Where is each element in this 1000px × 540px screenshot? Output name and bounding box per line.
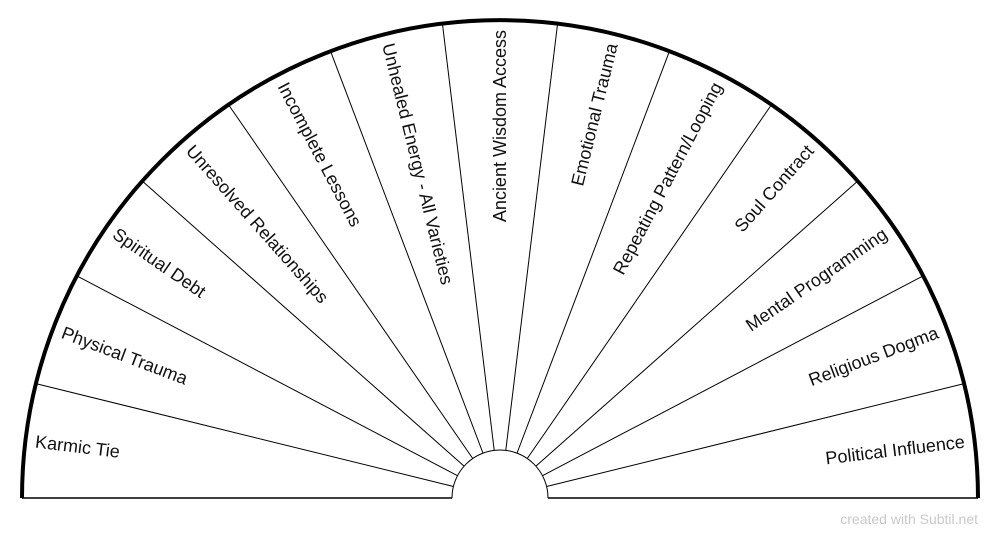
segment-divider — [141, 180, 465, 467]
segment-divider — [535, 180, 859, 467]
segment-divider — [526, 104, 772, 459]
outer-arc — [20, 18, 980, 499]
segment-label: Unhealed Energy - All Varieties — [378, 41, 457, 286]
segment-divider — [35, 383, 454, 487]
credit-text: created with Subtil.net — [840, 511, 978, 527]
center-hub — [451, 449, 549, 499]
segment-divider — [542, 275, 924, 477]
segment-divider — [76, 275, 458, 477]
segment-label: Political Influence — [824, 432, 965, 469]
segment-dividers — [35, 23, 965, 487]
segment-divider — [441, 23, 495, 451]
segment-divider — [505, 23, 559, 451]
segment-label: Ancient Wisdom Access — [490, 30, 510, 222]
segment-divider — [228, 104, 474, 459]
segment-label: Spiritual Debt — [109, 224, 209, 302]
segment-label: Emotional Trauma — [567, 40, 622, 188]
segment-label: Soul Contract — [731, 141, 818, 236]
segment-label: Religious Dogma — [806, 322, 942, 390]
segment-label: Incomplete Lessons — [274, 79, 366, 230]
segment-label: Physical Trauma — [59, 323, 191, 389]
segment-divider — [330, 50, 484, 454]
segment-divider — [516, 50, 670, 454]
segment-divider — [546, 383, 965, 487]
segment-label: Repeating Pattern/Looping — [609, 79, 726, 278]
segment-label: Karmic Tie — [34, 432, 121, 462]
segment-labels: Karmic Tie Physical Trauma Spiritual Debt U… — [34, 30, 966, 468]
segment-label: Mental Programming — [742, 224, 891, 335]
